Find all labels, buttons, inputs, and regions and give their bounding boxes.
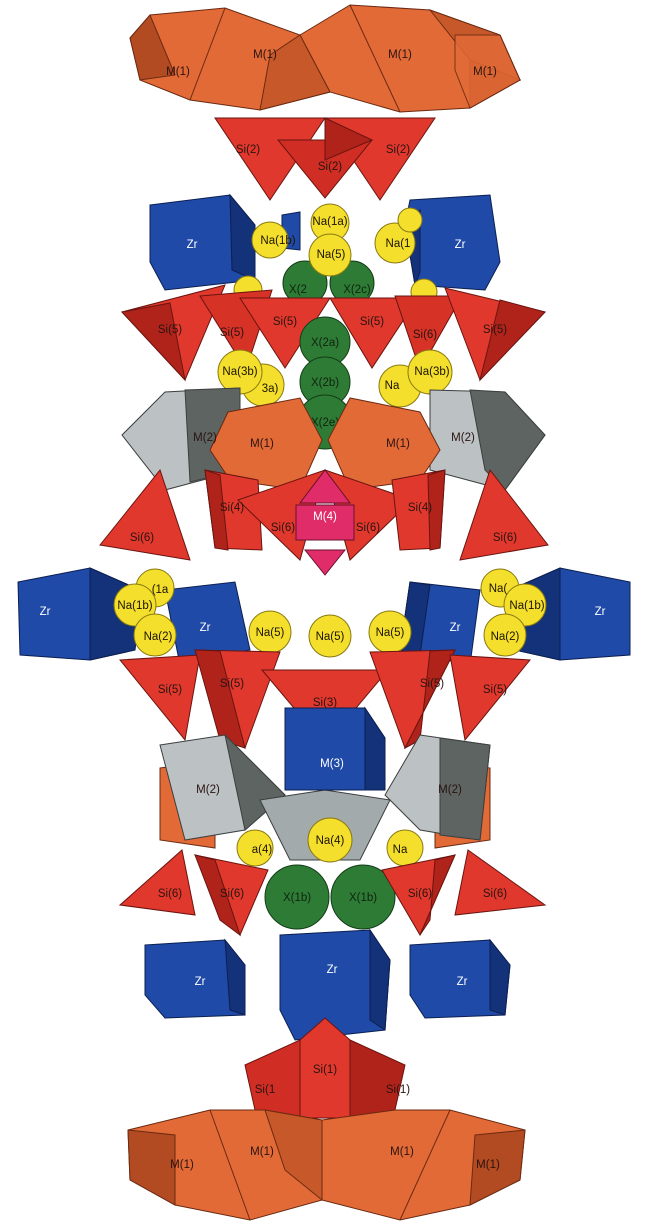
si6-label: Si(6) (158, 888, 182, 900)
si6-tetrahedron (455, 850, 545, 915)
na-label: Na (385, 380, 400, 392)
zr-label: Zr (457, 976, 468, 988)
zr-octahedron-shade (490, 940, 510, 1015)
na1b-label: Na(1b) (260, 235, 295, 247)
si6-label: Si(6) (408, 888, 432, 900)
na3b-label: Na(3b) (414, 366, 449, 378)
si4-label: Si(4) (220, 502, 244, 514)
na-sphere (398, 208, 422, 232)
si6-label: Si(6) (271, 522, 295, 534)
m1-label: M(1) (166, 66, 190, 78)
na5-label: Na(5) (317, 249, 346, 261)
x2b-label: X(2b) (311, 377, 339, 389)
na2-label: Na(2) (491, 631, 520, 643)
zr-label: Zr (40, 606, 51, 618)
m1-layer-top: M(1) M(1) M(1) M(1) (130, 5, 520, 112)
na1b-label: Na(1b) (509, 600, 544, 612)
m1-octahedron-shade (128, 1130, 175, 1205)
si6-label: Si(6) (220, 888, 244, 900)
m1-label: M(1) (170, 1159, 194, 1171)
zr-octahedron-shade (370, 930, 390, 1030)
na-label: Na (393, 844, 408, 856)
si1-tetrahedron (350, 1040, 405, 1118)
si5-label: Si(5) (158, 684, 182, 696)
si2-group: Si(2) Si(2) Si(2) (215, 118, 435, 200)
na4-label: Na(4) (316, 835, 345, 847)
na1a-label: (1a (152, 584, 169, 596)
si2-label: Si(2) (318, 161, 342, 173)
si5-tetrahedron (120, 655, 200, 740)
si1-group: Si(1 Si(1) Si(1) (245, 1018, 410, 1118)
si1-label: Si(1 (255, 1084, 275, 1096)
na3a-label: 3a) (262, 383, 279, 395)
m1-label: M(1) (390, 1146, 414, 1158)
si6-label: Si(6) (356, 522, 380, 534)
m1-label: M(1) (476, 1159, 500, 1171)
x1b-label: X(1b) (283, 892, 311, 904)
si5-label: Si(5) (360, 316, 384, 328)
x1b-label: X(1b) (349, 892, 377, 904)
si6-label: Si(6) (483, 888, 507, 900)
na5-label: Na(5) (316, 631, 345, 643)
na3b-label: Na(3b) (222, 366, 257, 378)
m1-label: M(1) (386, 438, 410, 450)
si2-label: Si(2) (386, 144, 410, 156)
na1-label: Na(1 (386, 238, 411, 250)
m2-label: M(2) (193, 432, 217, 444)
si1-label: Si(1) (313, 1064, 337, 1076)
zr-label: Zr (595, 606, 606, 618)
x2a-label: X(2a) (311, 337, 339, 349)
na4-group: a(4) Na(4) Na (237, 818, 423, 866)
m3-polyhedron-shade (365, 708, 385, 790)
x2-label: X(2 (289, 284, 307, 296)
m1-label: M(1) (250, 1146, 274, 1158)
na-label: Na( (489, 583, 508, 595)
si5-label: Si(5) (220, 327, 244, 339)
si6-tetrahedron (120, 850, 195, 915)
si5-tetrahedron (450, 655, 530, 740)
si6-label: Si(6) (413, 329, 437, 341)
si5-label: Si(5) (420, 678, 444, 690)
m2-label: M(2) (451, 432, 475, 444)
zr-label: Zr (187, 239, 198, 251)
m4-label: M(4) (313, 511, 337, 523)
na2-label: Na(2) (144, 631, 173, 643)
si6-label: Si(6) (130, 532, 154, 544)
si5-label: Si(5) (483, 324, 507, 336)
na4-label: a(4) (252, 844, 273, 856)
m1-label: M(1) (473, 66, 497, 78)
si6-x1b-row-lower: Si(6) Si(6) X(1b) X(1b) Si(6) Si(6) (120, 850, 545, 935)
m1-label: M(1) (250, 438, 274, 450)
si1-label: Si(1) (386, 1084, 410, 1096)
si4-label: Si(4) (408, 502, 432, 514)
si5-label: Si(5) (273, 316, 297, 328)
m1-label: M(1) (253, 49, 277, 61)
zr-label: Zr (455, 239, 466, 251)
zr-label: Zr (327, 964, 338, 976)
na1b-label: Na(1b) (117, 600, 152, 612)
x2c-label: X(2c) (343, 284, 371, 296)
zr-label: Zr (450, 622, 461, 634)
m4-polyhedron (305, 550, 345, 575)
m3-label: M(3) (320, 758, 344, 770)
si3-label: Si(3) (313, 697, 337, 709)
m2-label: M(2) (196, 784, 220, 796)
si1-tetrahedron (245, 1040, 300, 1118)
si5-label: Si(5) (158, 324, 182, 336)
si5-label: Si(5) (483, 684, 507, 696)
si6-label: Si(6) (493, 532, 517, 544)
zr-label: Zr (195, 976, 206, 988)
na1a-label: Na(1a) (312, 216, 347, 228)
m1-label: M(1) (388, 49, 412, 61)
si5-label: Si(5) (220, 678, 244, 690)
m2-label: M(2) (438, 784, 462, 796)
si2-label: Si(2) (236, 144, 260, 156)
na5-label: Na(5) (376, 627, 405, 639)
na5-label: Na(5) (256, 627, 285, 639)
zr-label: Zr (200, 622, 211, 634)
m1-layer-bottom: M(1) M(1) M(1) M(1) (128, 1110, 525, 1220)
zr-octahedron-shade (230, 195, 255, 280)
